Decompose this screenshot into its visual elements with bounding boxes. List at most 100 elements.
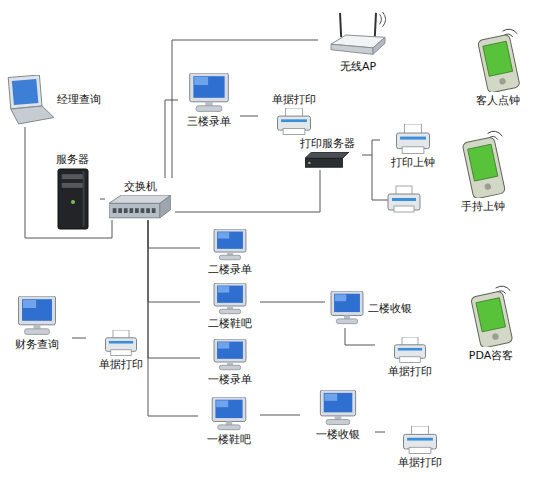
screen-glare xyxy=(218,232,229,238)
monitor-base xyxy=(219,365,240,369)
printer-body xyxy=(396,133,429,149)
device-label: 二楼录单 xyxy=(208,263,252,276)
network-cable xyxy=(25,127,112,238)
device-icon xyxy=(328,12,388,58)
pda-screen xyxy=(476,297,506,331)
monitor-screen xyxy=(215,399,242,417)
box-front xyxy=(305,158,342,167)
device-server: 服务器 xyxy=(45,150,100,232)
network-cable xyxy=(362,140,380,155)
monitor-screen xyxy=(323,393,352,412)
device-pc: 一楼鞋吧 xyxy=(198,396,260,446)
monitor-neck xyxy=(227,252,233,255)
printer-wire xyxy=(372,155,388,200)
printer-strip xyxy=(109,340,133,343)
device-icon xyxy=(403,426,437,454)
device-label: 单据打印 xyxy=(99,358,143,371)
network-cable xyxy=(260,415,300,416)
device-icon xyxy=(211,339,249,371)
device-label: 财务查询 xyxy=(15,338,59,351)
server-bay xyxy=(61,182,83,187)
screen-glare xyxy=(324,394,337,401)
printer-tray xyxy=(394,206,414,212)
pda-body xyxy=(462,136,505,197)
wifi-wave xyxy=(496,286,511,290)
printer-tray xyxy=(283,129,305,135)
monitor-neck xyxy=(226,421,232,424)
box-led xyxy=(308,162,310,164)
network-cable xyxy=(148,220,198,416)
printer-tray xyxy=(402,146,424,153)
device-pda: 客人点钟 xyxy=(462,25,534,110)
monitor-screen xyxy=(217,231,243,248)
device-printer: 单据打印 xyxy=(258,92,330,136)
device-icon xyxy=(105,330,137,356)
wifi-wave xyxy=(383,12,386,27)
printer-tray xyxy=(111,349,131,355)
device-icon xyxy=(396,124,430,154)
device-pc: 一楼收银 xyxy=(300,388,375,443)
device-icon xyxy=(57,168,89,230)
printer-tray xyxy=(400,356,420,362)
monitor-neck xyxy=(227,362,233,365)
device-icon xyxy=(460,130,506,198)
device-pc: 财务查询 xyxy=(2,292,72,354)
switch-port xyxy=(152,208,156,213)
device-label: 一楼录单 xyxy=(208,373,252,386)
device-icon xyxy=(317,390,359,426)
monitor-base xyxy=(219,309,240,313)
device-icon xyxy=(3,75,55,125)
server-bay xyxy=(61,174,83,179)
server-led xyxy=(71,200,75,204)
device-label: 手持上钟 xyxy=(461,200,505,213)
pda-body xyxy=(477,34,520,92)
server-case xyxy=(58,169,88,229)
device-icon xyxy=(475,28,521,92)
network-cable xyxy=(100,199,105,200)
monitor-neck xyxy=(205,101,212,105)
device-pda: 手持上钟 xyxy=(448,125,518,217)
device-label: 一楼鞋吧 xyxy=(207,433,251,446)
ap-antenna xyxy=(375,12,376,36)
device-pda: PDA咨客 xyxy=(455,282,527,364)
device-icon xyxy=(211,229,249,261)
device-label: 打印服务器 xyxy=(300,137,355,150)
network-cable xyxy=(148,220,200,248)
switch-port xyxy=(141,208,145,213)
wifi-wave xyxy=(380,14,382,24)
printer-body xyxy=(106,337,137,351)
monitor-screen xyxy=(334,294,360,312)
device-label: 单据打印 xyxy=(398,456,442,469)
server-edge xyxy=(82,171,84,227)
switch-side xyxy=(160,195,171,218)
switch-port xyxy=(146,208,150,213)
screen-glare xyxy=(218,342,229,348)
ap-antenna xyxy=(340,12,341,36)
pda-screen xyxy=(483,41,513,76)
device-laptop: 经理查询 xyxy=(2,72,102,127)
monitor-screen xyxy=(217,285,243,302)
device-label: 二楼鞋吧 xyxy=(208,317,252,330)
monitor-bezel xyxy=(214,339,246,362)
device-psrv: 打印服务器 xyxy=(292,135,362,170)
network-cable xyxy=(172,40,318,178)
printer-strip xyxy=(400,136,426,139)
monitor-screen xyxy=(22,299,52,321)
device-icon xyxy=(211,283,249,315)
printer-strip xyxy=(407,438,433,441)
monitor-base xyxy=(326,420,350,425)
device-label: 打印上钟 xyxy=(391,156,435,169)
monitor-neck xyxy=(33,324,40,328)
box-top xyxy=(305,152,349,158)
monitor-base xyxy=(336,319,357,324)
device-label: 服务器 xyxy=(56,153,89,166)
monitor-base xyxy=(218,424,240,429)
screen-glare xyxy=(335,294,346,301)
printer-strip xyxy=(398,347,422,350)
switch-port xyxy=(113,208,117,213)
screen-glare xyxy=(23,300,36,308)
device-label: 一楼收银 xyxy=(316,428,360,441)
pda-button xyxy=(492,332,500,340)
